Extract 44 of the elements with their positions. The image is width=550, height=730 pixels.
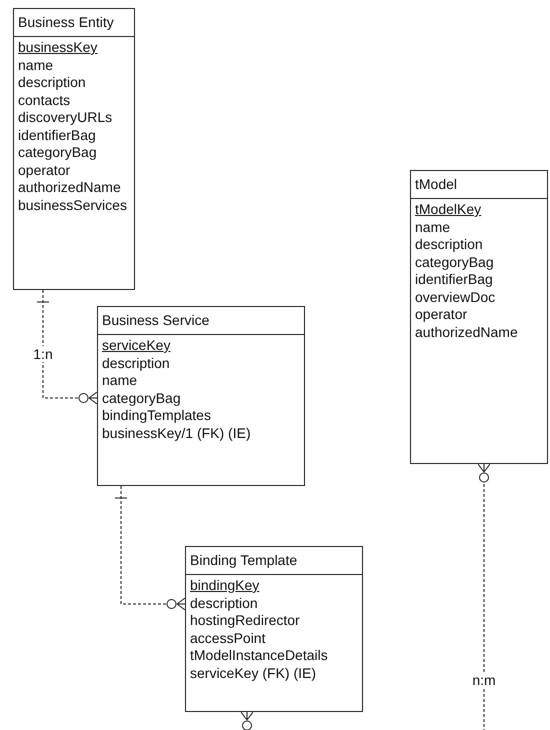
entity-name: Binding Template [190, 552, 298, 569]
relationship-line [478, 464, 490, 730]
attribute: operator [415, 306, 468, 324]
attribute: categoryBag [18, 144, 97, 162]
attribute: authorizedName [18, 179, 121, 196]
attribute: name [18, 56, 54, 74]
primary-key-attribute: bindingKey [190, 577, 260, 594]
attribute: name [415, 218, 450, 236]
relationship-line [240, 712, 254, 730]
attribute: authorizedName [415, 324, 518, 341]
relationship-line [36, 290, 98, 404]
attribute: identifierBag [18, 126, 96, 144]
attribute: bindingTemplates [102, 407, 211, 424]
attribute: description [18, 74, 86, 92]
entity-box [13, 8, 135, 290]
entity-name: Business Entity [18, 14, 114, 31]
attribute: discoveryURLs [18, 109, 112, 126]
entity-name: Business Service [102, 312, 210, 329]
attribute: categoryBag [415, 254, 494, 271]
attribute: businessServices [18, 196, 127, 214]
cardinality-label: 1:n [31, 346, 55, 362]
attribute: description [102, 354, 170, 372]
attribute: overviewDoc [415, 288, 496, 306]
attribute: name [102, 372, 138, 390]
attribute: categoryBag [102, 390, 181, 407]
attribute: description [190, 594, 258, 612]
cardinality-label: n:m [470, 672, 498, 688]
attribute: businessKey/1 (FK) (IE) [102, 424, 251, 442]
primary-key-attribute: serviceKey [102, 337, 170, 354]
entity-box [410, 170, 548, 464]
attribute: description [415, 236, 483, 254]
entity-box [185, 546, 363, 712]
entity-box [97, 306, 305, 486]
attribute: tModelInstanceDetails [190, 647, 328, 664]
attribute: hostingRedirector [190, 612, 300, 630]
attribute: serviceKey (FK) (IE) [190, 664, 316, 682]
primary-key-attribute: businessKey [18, 39, 98, 56]
relationship-line [114, 486, 186, 610]
attribute: accessPoint [190, 630, 266, 647]
entity-name: tModel [415, 176, 458, 193]
attribute: operator [18, 162, 70, 179]
attribute: identifierBag [415, 271, 493, 288]
attribute: contacts [18, 92, 70, 109]
primary-key-attribute: tModelKey [415, 201, 482, 218]
